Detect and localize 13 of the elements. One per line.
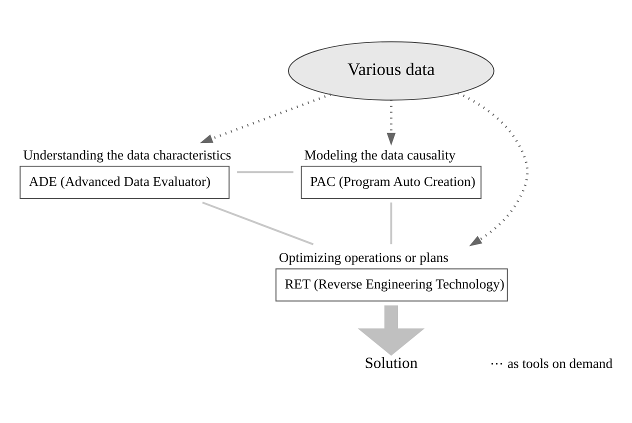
arrow bbox=[386, 100, 396, 146]
node-text: Solution bbox=[364, 354, 418, 372]
node-label: Modeling the data causality bbox=[304, 147, 456, 162]
arrow bbox=[200, 92, 332, 143]
node-ellipse: Various data bbox=[288, 40, 494, 100]
node-label: Understanding the data characteristics bbox=[23, 147, 232, 162]
arrow bbox=[358, 304, 425, 356]
connector bbox=[237, 170, 294, 173]
node-label: Optimizing operations or plans bbox=[278, 250, 448, 265]
connector bbox=[202, 201, 314, 245]
label: ⋯ as tools on demand bbox=[490, 356, 613, 371]
connector bbox=[390, 202, 392, 244]
arrow bbox=[458, 91, 529, 246]
